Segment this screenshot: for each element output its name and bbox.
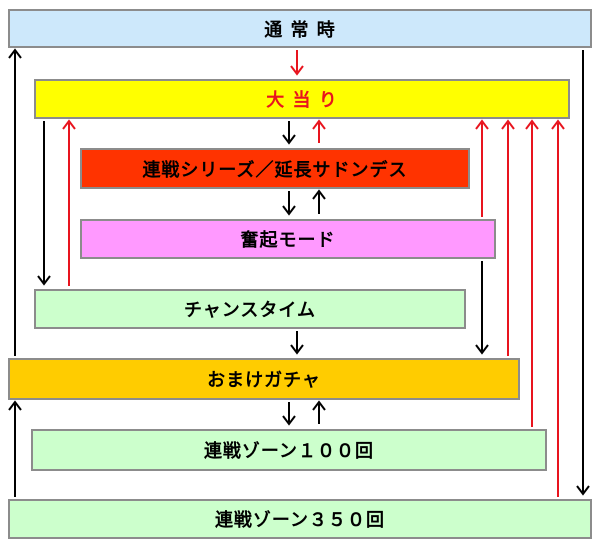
box-normal-label: 通 常 時 [264,19,336,41]
arrow-rouse-to-jackpot [475,119,489,217]
arrow-zone100-to-omake [312,400,326,424]
box-rouse: 奮起モード [80,219,496,259]
arrow-zone350-to-jackpot [551,119,565,497]
box-chance-label: チャンスタイム [183,300,317,321]
arrow-jackpot-to-series [282,121,296,145]
arrow-rouse-to-omake [475,261,489,355]
box-zone100: 連戦ゾーン１００回 [31,429,547,471]
box-zone100-label: 連戦ゾーン１００回 [203,441,375,462]
box-rouse-label: 奮起モード [240,230,336,251]
box-omake-label: おまけガチャ [207,370,321,391]
arrow-series-to-rouse [282,191,296,216]
arrow-jackpot-to-chance [37,121,51,286]
arrow-omake-to-zone100 [282,402,296,426]
box-series-label: 連戦シリーズ／延長サドンデス [142,159,408,181]
arrow-zone350-to-omake [8,400,22,497]
arrow-omake-to-normal [8,48,22,356]
box-zone350: 連戦ゾーン３５０回 [8,499,592,539]
box-jackpot-label: 大 当 り [266,90,338,111]
arrow-normal-to-zone350 [576,50,590,496]
box-chance: チャンスタイム [34,289,466,329]
arrow-chance-to-omake [290,331,304,355]
box-jackpot: 大 当 り [34,79,570,119]
arrow-series-to-jackpot [312,119,326,143]
box-series: 連戦シリーズ／延長サドンデス [80,148,470,189]
arrow-chance-to-jackpot [62,119,76,286]
box-normal: 通 常 時 [8,9,592,48]
arrow-rouse-to-series [312,189,326,214]
arrow-normal-to-jackpot [290,50,304,76]
box-zone350-label: 連戦ゾーン３５０回 [214,510,386,531]
box-omake: おまけガチャ [8,358,520,400]
arrow-zone100-to-jackpot [525,119,539,427]
arrow-omake-to-jackpot [501,119,515,356]
